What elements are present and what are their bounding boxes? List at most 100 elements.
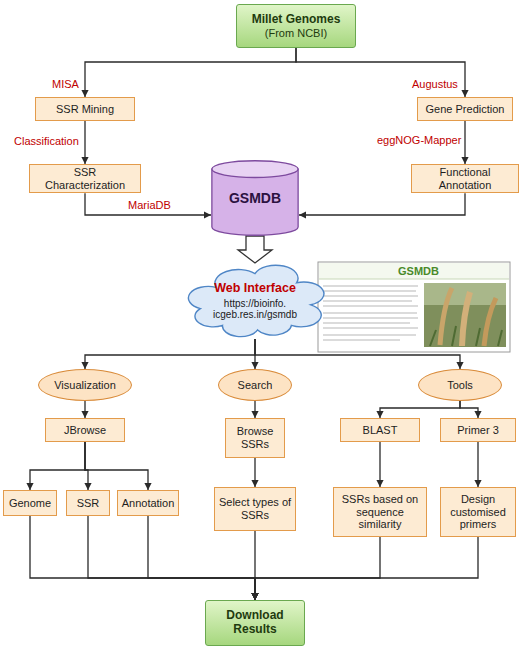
web-cloud: Web Interface https://bioinfo. icgeb.res.…: [190, 263, 320, 339]
node-text: Download Results: [215, 609, 295, 637]
arrow-head: [251, 411, 258, 418]
connector-line: [255, 537, 478, 600]
process-box: Gene Prediction: [417, 97, 513, 121]
node-text: SSR Mining: [56, 103, 114, 116]
arrow-head: [144, 483, 151, 490]
node-text: Functional Annotation: [415, 166, 515, 191]
node-text: SSR Characterization: [33, 166, 137, 191]
category-ellipse: Visualization: [38, 369, 132, 401]
connector-arrow: [26, 442, 85, 490]
tool-label: Classification: [14, 135, 79, 147]
result-box: Design customised primers: [440, 487, 516, 537]
node-text: Gene Prediction: [426, 103, 505, 116]
node-text: SSR: [77, 497, 100, 510]
node-text: Tools: [447, 379, 473, 392]
node-text: Millet Genomes: [252, 13, 341, 27]
connector-arrow: [251, 537, 478, 600]
process-box: SSR Characterization: [29, 164, 141, 193]
process-box: Functional Annotation: [411, 164, 519, 193]
tool-label: Augustus: [412, 78, 458, 90]
connector-arrow: [85, 442, 152, 490]
arrow-head: [81, 157, 88, 164]
arrow-head: [81, 90, 88, 97]
node-text: Web Interface: [214, 281, 296, 295]
arrow-head: [251, 593, 258, 600]
connector-arrow: [460, 401, 482, 418]
database-cylinder: GSMDB: [211, 160, 299, 236]
result-box: Select types of SSRs: [214, 487, 296, 531]
connector-line: [85, 339, 255, 369]
arrow-head: [251, 593, 258, 600]
tool-box: JBrowse: [45, 418, 125, 442]
result-box: SSR: [66, 490, 110, 516]
connector-arrow: [255, 339, 464, 369]
connector-line: [296, 48, 465, 97]
category-ellipse: Search: [218, 369, 292, 401]
block-arrow: [238, 236, 272, 263]
arrow-head: [461, 157, 468, 164]
tool-box: BLAST: [340, 418, 420, 442]
connector-arrow: [81, 48, 296, 97]
connector-arrow: [251, 401, 258, 418]
node-text: Browse SSRs: [229, 425, 281, 450]
arrow-head: [474, 480, 481, 487]
connector-arrow: [474, 442, 481, 487]
tool-box: Primer 3: [440, 418, 516, 442]
result-box: Genome: [3, 490, 57, 516]
node-text: Visualization: [54, 379, 116, 392]
node-text: (From NCBI): [265, 27, 327, 40]
node-text: JBrowse: [64, 424, 106, 437]
arrow-head: [461, 90, 468, 97]
node-text: https://bioinfo. icgeb.res.in/gsmdb: [203, 298, 307, 321]
node-text: BLAST: [363, 424, 398, 437]
screenshot-title: GSMDB: [398, 265, 439, 277]
arrow-head: [376, 411, 383, 418]
node-text: Design customised primers: [444, 493, 512, 531]
connector-line: [85, 48, 296, 97]
website-screenshot: [318, 262, 510, 352]
connector-arrow: [251, 458, 258, 487]
node-text: GSMDB: [229, 190, 281, 206]
arrow-head: [376, 480, 383, 487]
connector-arrow: [251, 537, 380, 600]
arrow-head: [251, 593, 258, 600]
connector-arrow: [376, 401, 460, 418]
connector-arrow: [81, 121, 88, 164]
node-text: Annotation: [122, 497, 175, 510]
arrow-head: [81, 362, 88, 369]
connector-arrow: [81, 401, 88, 418]
connector-line: [460, 401, 478, 418]
connector-arrow: [461, 121, 468, 164]
connector-arrow: [85, 193, 211, 218]
connector-line: [30, 442, 85, 490]
tool-label: MISA: [52, 78, 79, 90]
connector-arrow: [299, 193, 465, 218]
arrow-head: [251, 593, 258, 600]
tool-box: Browse SSRs: [225, 418, 285, 458]
arrow-head: [26, 483, 33, 490]
arrow-head: [251, 362, 258, 369]
node-text: Genome: [9, 497, 51, 510]
process-box: SSR Mining: [35, 97, 135, 121]
arrow-head: [251, 593, 258, 600]
node-text: SSRs based on sequence similarity: [337, 493, 423, 531]
arrow-head: [299, 211, 306, 218]
arrow-head: [251, 593, 258, 600]
connector-line: [255, 339, 460, 369]
arrow-head: [251, 480, 258, 487]
connector-arrow: [296, 48, 469, 97]
result-box: SSRs based on sequence similarity: [333, 487, 427, 537]
arrow-head: [474, 411, 481, 418]
connector-line: [299, 193, 465, 215]
connector-arrow: [81, 339, 255, 369]
tool-label: MariaDB: [128, 199, 171, 211]
node-text: Primer 3: [457, 424, 499, 437]
connector-line: [255, 537, 380, 600]
arrow-head: [81, 411, 88, 418]
source-box: Millet Genomes(From NCBI): [236, 4, 356, 48]
result-box: Annotation: [117, 490, 179, 516]
tool-label: eggNOG-Mapper: [377, 134, 461, 146]
arrow-head: [84, 483, 91, 490]
output-box: Download Results: [205, 600, 305, 646]
node-text: Select types of SSRs: [218, 496, 292, 521]
